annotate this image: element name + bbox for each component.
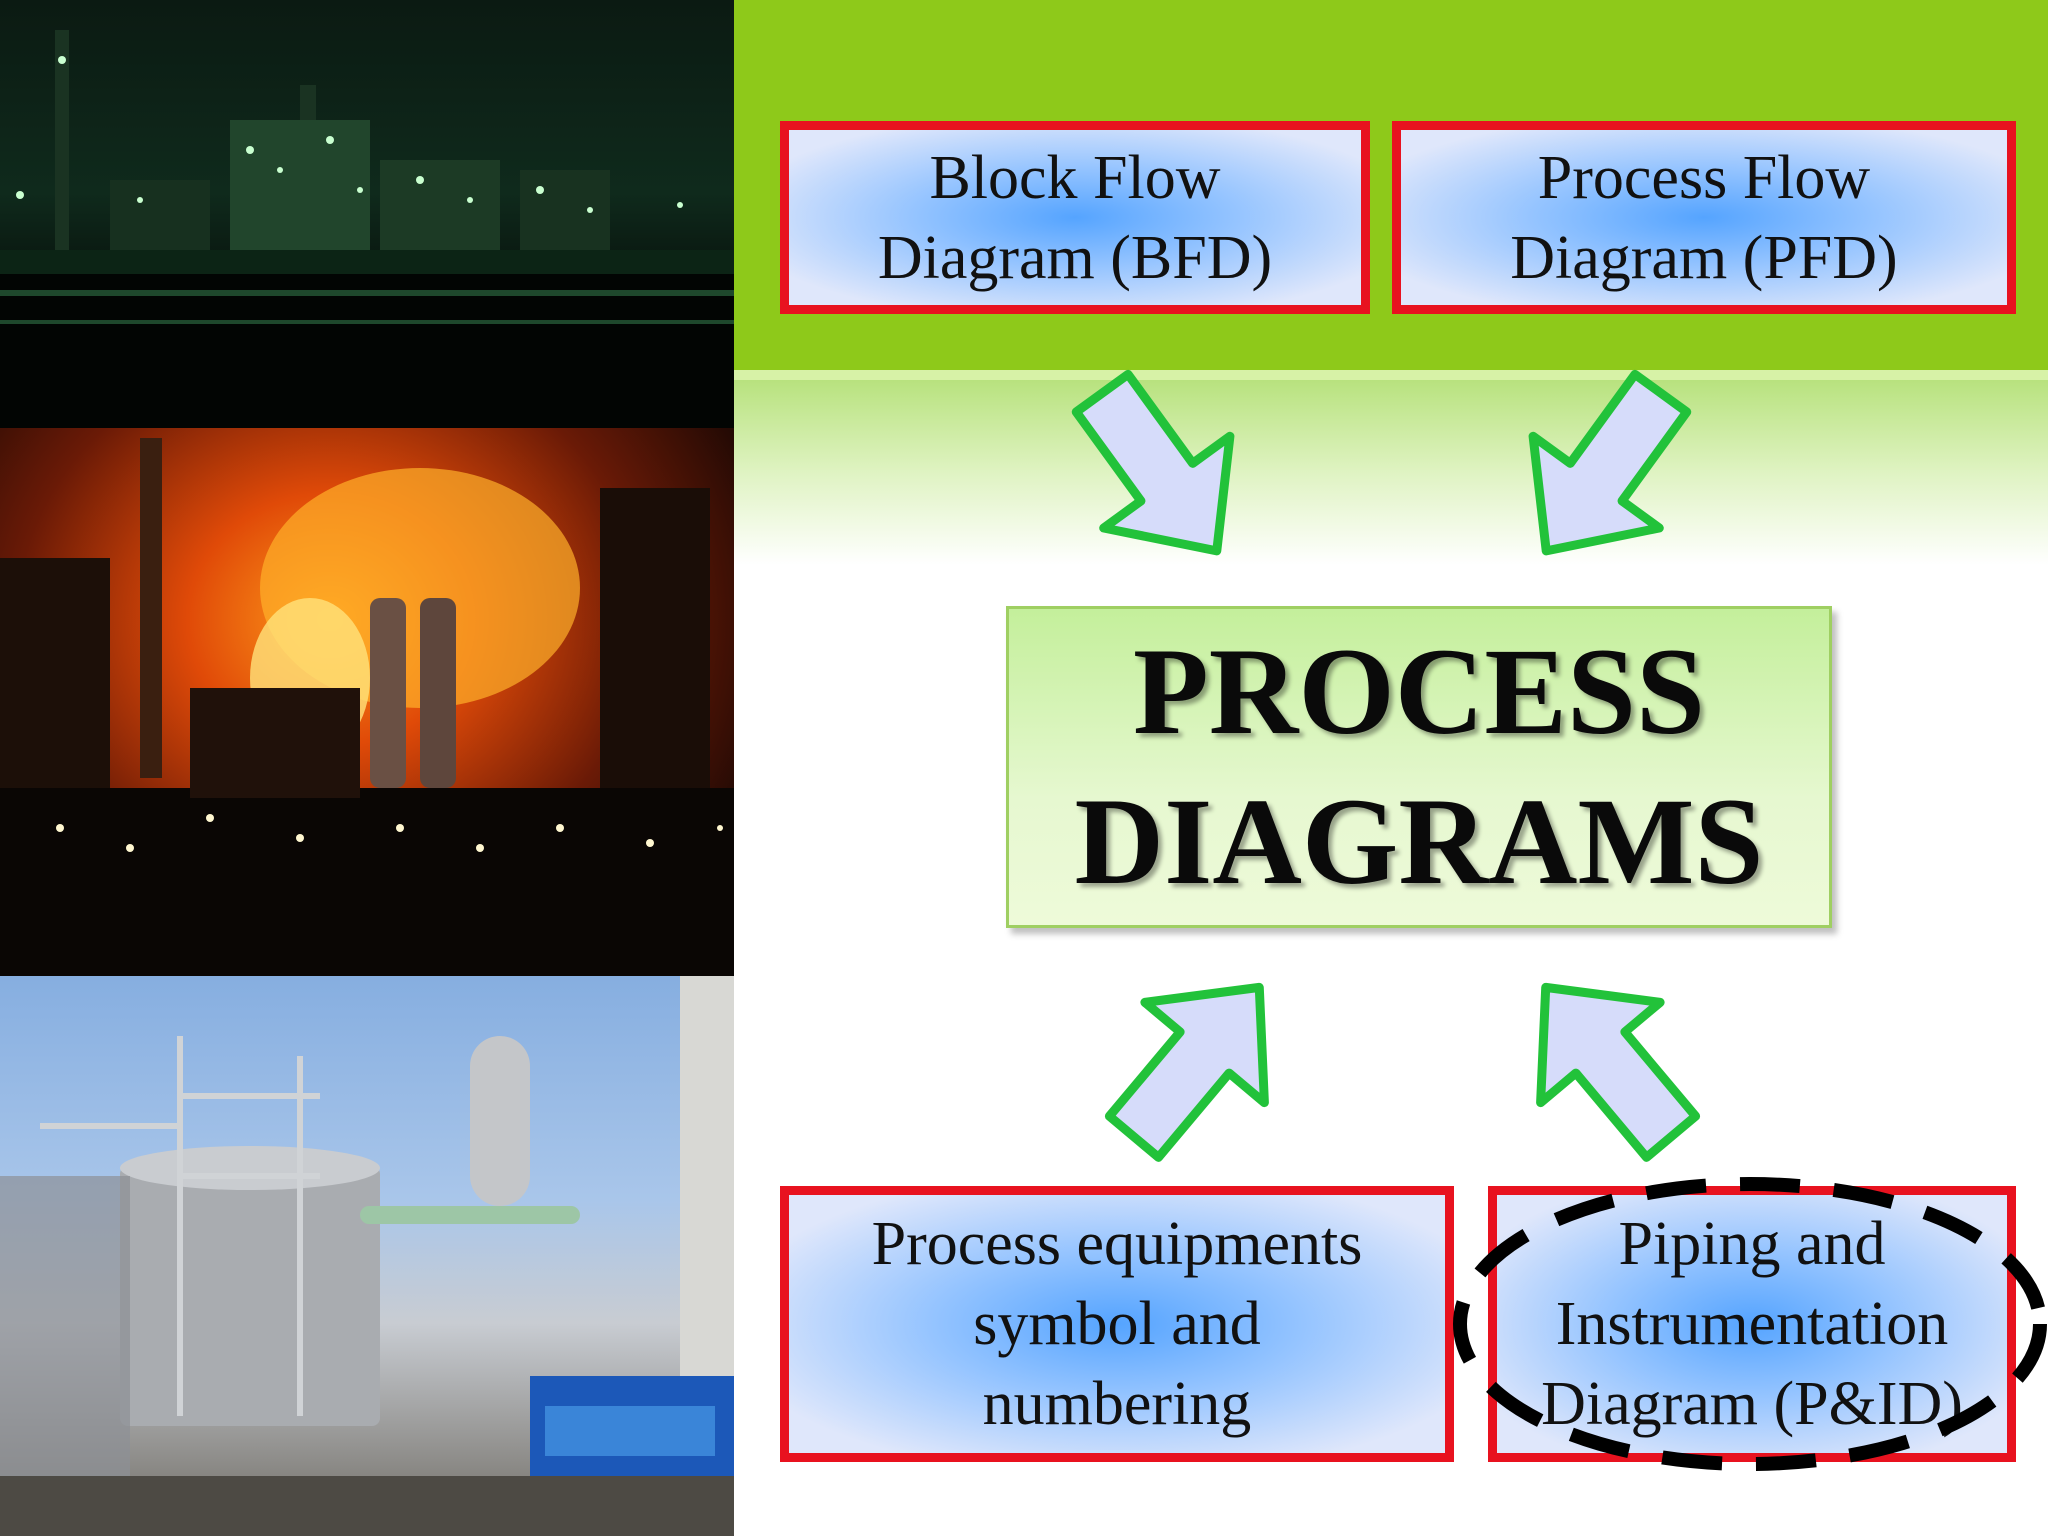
process-flow-diagram-box: Process Flow Diagram (PFD): [1392, 121, 2016, 314]
refinery-night-photo: [0, 0, 734, 428]
bfd-line-2: Diagram (BFD): [877, 223, 1273, 292]
symbols-line-3: numbering: [982, 1370, 1252, 1438]
symbols-line-2: symbol and: [973, 1290, 1261, 1358]
refinery-fire-photo: [0, 428, 734, 976]
arrow-up-right-icon: [1074, 937, 1319, 1187]
equipment-symbols-box: Process equipments symbol and numbering: [780, 1186, 1454, 1462]
highlight-dashed-ellipse: [1453, 1177, 2047, 1471]
band-divider: [734, 370, 2048, 380]
piping-instrumentation-diagram-box: Piping and Instrumentation Diagram (P&ID…: [1488, 1186, 2016, 1462]
block-flow-diagram-box: Block Flow Diagram (BFD): [780, 121, 1370, 314]
symbols-line-1: Process equipments: [871, 1210, 1363, 1278]
process-diagrams-title-box: PROCESS DIAGRAMS: [1006, 606, 1832, 928]
center-line-2: DIAGRAMS: [1074, 773, 1764, 910]
center-line-1: PROCESS: [1133, 623, 1705, 760]
pid-line-1: Piping and: [1618, 1210, 1886, 1278]
arrow-down-left-icon: [1483, 347, 1724, 596]
arrow-up-left-icon: [1486, 937, 1731, 1187]
bfd-line-1: Block Flow: [929, 143, 1221, 212]
construction-site-photo: [0, 976, 734, 1536]
pfd-line-1: Process Flow: [1537, 143, 1871, 212]
pid-line-2: Instrumentation: [1555, 1290, 1949, 1358]
pfd-line-2: Diagram (PFD): [1510, 223, 1898, 292]
pid-line-3: Diagram (P&ID): [1541, 1370, 1963, 1438]
arrow-down-right-icon: [1039, 347, 1280, 596]
